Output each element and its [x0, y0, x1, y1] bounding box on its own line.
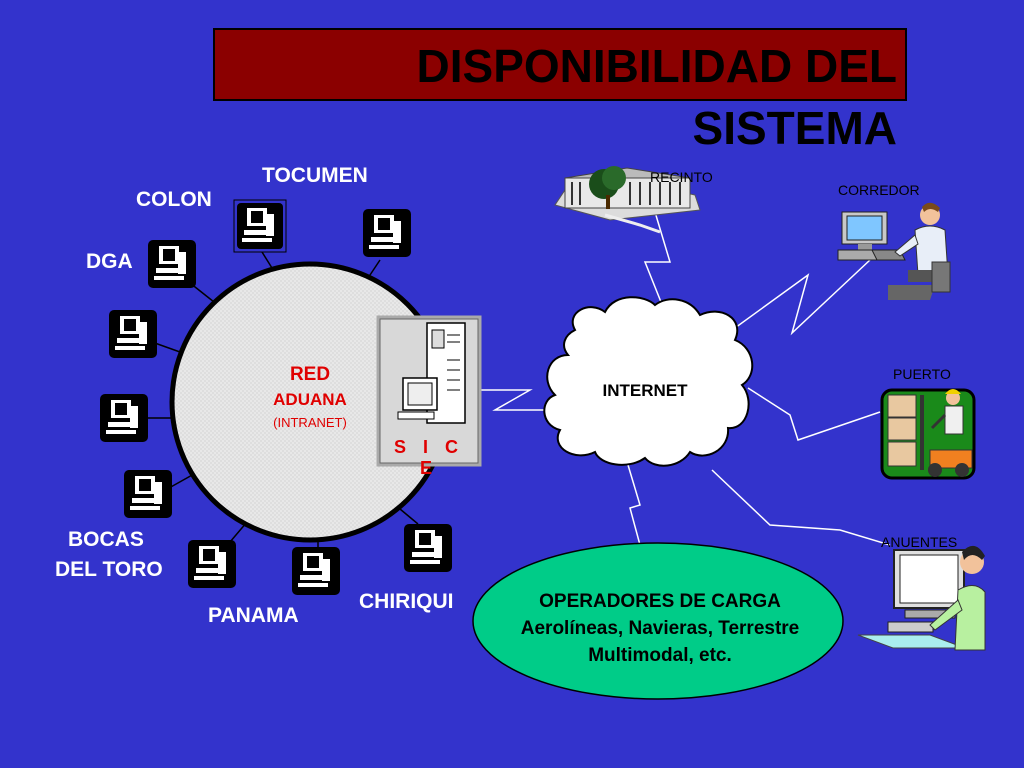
server-tower-icon	[397, 322, 466, 424]
operators-extra: Multimodal, etc.	[588, 645, 732, 666]
workstation-icon	[109, 310, 157, 358]
site-label-bocas: BOCAS	[68, 528, 144, 551]
internet-links	[480, 211, 891, 546]
network-name: RED	[289, 364, 331, 385]
person-at-computer-icon	[837, 202, 951, 300]
operators-text: OPERADORES DE CARGA Aerolíneas, Navieras…	[475, 588, 845, 669]
site-label-colon: COLON	[136, 188, 212, 211]
external-label-anuentes: ANUENTES	[881, 534, 958, 550]
network-sub: ADUANA	[273, 390, 347, 409]
site-label-tocumen: TOCUMEN	[262, 164, 368, 187]
site-label-dga: DGA	[86, 250, 133, 273]
title-box	[213, 28, 907, 101]
person-at-computer-icon	[857, 545, 986, 651]
building-icon	[554, 166, 701, 234]
page-title-line2: SISTEMA	[692, 102, 897, 154]
workstation-icon	[100, 394, 148, 442]
external-label-corredor: CORREDOR	[838, 182, 920, 198]
internet-label: INTERNET	[602, 381, 688, 400]
sice-server	[376, 315, 482, 467]
page-title: DISPONIBILIDAD DEL	[416, 40, 897, 92]
operators-title: OPERADORES DE CARGA	[539, 591, 781, 612]
workstation-icon	[363, 209, 411, 257]
workstation-chiriqui	[404, 524, 452, 572]
sice-label: S I C E	[393, 437, 464, 478]
external-label-puerto: PUERTO	[893, 366, 951, 382]
operators-oval	[472, 542, 844, 700]
workstation-bocas	[124, 470, 172, 518]
network-type: (INTRANET)	[273, 415, 347, 430]
site-label-panama: PANAMA	[208, 604, 299, 627]
workstation-icon	[188, 540, 236, 588]
workstation-dga	[148, 240, 196, 288]
operators-types: Aerolíneas, Navieras, Terrestre	[520, 618, 800, 639]
internet-cloud	[543, 296, 754, 467]
workstation-panama	[292, 547, 340, 595]
workstation-tocumen	[233, 199, 287, 253]
site-label-bocas-2: DEL TORO	[55, 558, 163, 581]
site-label-chiriqui: CHIRIQUI	[359, 590, 454, 613]
external-label-recinto: RECINTO	[650, 169, 713, 185]
forklift-worker-icon	[880, 388, 976, 480]
